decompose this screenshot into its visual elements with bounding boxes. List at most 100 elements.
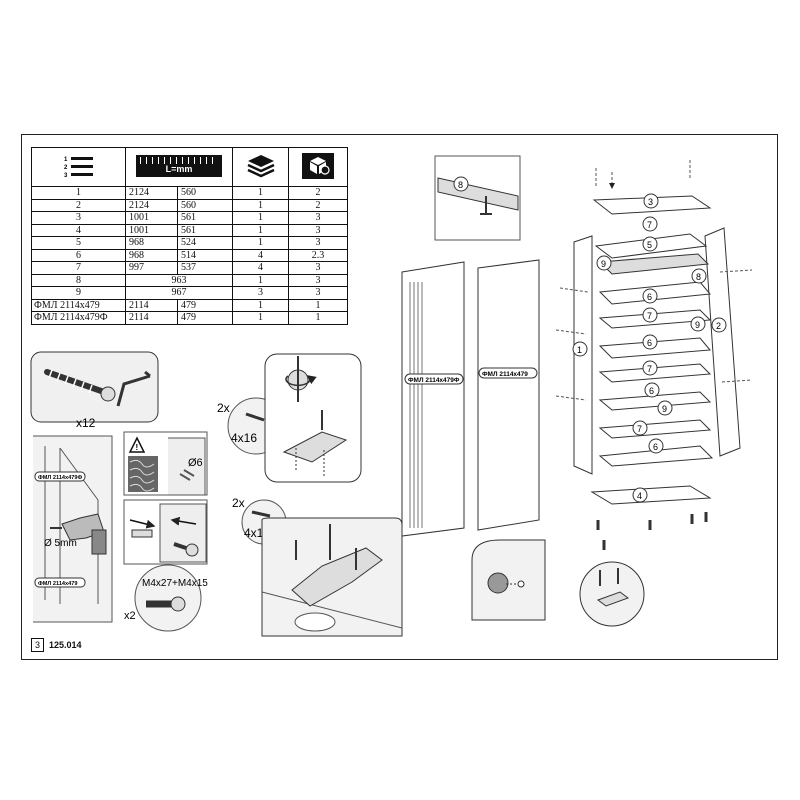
confirmat-screw-icon [44,369,116,402]
screw-icon [245,412,265,422]
bottom-panel [590,485,712,505]
door-left: ФМЛ 2114x479Ф [401,261,465,537]
header-quantity [232,147,289,187]
bolt-panel: M4x27+M4x15 x2 [124,564,208,632]
callout-1: 1 [572,341,588,357]
layers-icon [246,154,275,177]
bolt-size: M4x27+M4x15 [142,578,208,589]
dowel-panel: ! Ø6 [123,431,208,496]
page-number: 3 [31,638,44,652]
drill-icon [50,513,107,555]
svg-text:9: 9 [601,259,606,269]
door-left-label: ФМЛ 2114x479Ф [408,377,460,384]
svg-text:6: 6 [653,442,658,452]
instruction-sheet: 1 2 3 L=mm [21,134,778,660]
callout-5: 5 [642,236,658,252]
hinge-screw-b-qty: 2x [232,496,245,510]
svg-text:3: 3 [648,197,653,207]
parts-table: 1 2 3 L=mm [31,147,348,325]
package-icon [302,152,334,179]
ruler-label: L=mm [165,163,193,174]
drill-label-top: ФМЛ 2114x479Ф [38,475,82,481]
numbered-list-icon: 1 2 3 [64,156,93,179]
cam-lock-icon [185,543,199,557]
svg-text:6: 6 [647,292,652,302]
callout-9b: 9 [690,316,706,332]
hinge-icon [291,547,383,607]
header-dimensions: L=mm [125,147,233,187]
svg-text:6: 6 [647,338,652,348]
hex-key-icon [116,370,151,407]
callout-6d: 6 [648,438,664,454]
svg-text:2: 2 [64,165,68,171]
callout-6c: 6 [644,382,660,398]
drill-label-bottom: ФМЛ 2114x479 [38,581,78,587]
door-right: ФМЛ 2114x479 [477,259,540,531]
svg-text:1: 1 [64,157,68,163]
ruler-icon: L=mm [136,154,222,177]
drill-diameter: Ø 5mm [44,538,77,549]
cam-pin-icon [131,529,153,538]
hinge-screw-a-qty: 2x [217,401,230,415]
shelf-support-icon [596,591,630,607]
shelf-support-panel [579,561,645,627]
callout-3: 3 [643,193,659,209]
svg-text:7: 7 [637,424,642,434]
header-part-number: 1 2 3 [31,147,126,187]
screw-icon [251,510,271,518]
pads-panel: x4 [471,539,546,621]
svg-text:2: 2 [716,321,721,331]
dowel-icon [179,469,195,481]
callouts: 1 2 3 4 5 6 6 6 6 7 7 7 7 8 8 9 9 9 [453,176,727,503]
side-panel-right [704,227,741,457]
callout-7c: 7 [642,360,658,376]
cam-screw-icon [173,542,187,550]
rail-detail-panel [434,155,521,241]
wood-grain-icon [128,456,158,492]
callout-8a: 8 [453,176,469,192]
callout-7b: 7 [642,307,658,323]
screw-kit-qty: x12 [76,416,96,430]
svg-text:3: 3 [64,173,68,179]
svg-text:6: 6 [649,386,654,396]
callout-8b: 8 [691,268,707,284]
svg-text:9: 9 [662,404,667,414]
callout-9a: 9 [596,255,612,271]
leg-icon [596,512,708,550]
svg-text:8: 8 [696,272,701,282]
svg-text:4: 4 [637,491,642,501]
svg-text:!: ! [136,443,139,452]
svg-text:9: 9 [695,320,700,330]
bolt-qty: x2 [124,610,136,622]
product-code: 125.014 [49,640,82,650]
exploded-cabinet [555,160,753,550]
callout-7a: 7 [642,216,658,232]
callout-9c: 9 [657,400,673,416]
svg-text:7: 7 [647,364,652,374]
callout-2: 2 [711,317,727,333]
callout-6b: 6 [642,334,658,350]
cam-fitting-panel [123,499,208,565]
svg-text:7: 7 [647,220,652,230]
mounting-plate-icon [282,431,348,463]
dowel-diameter: Ø6 [188,457,203,469]
screw-kit-panel: x12 [30,351,159,430]
header-package [288,147,348,187]
document-code: 3 125.014 [31,638,82,652]
callout-4: 4 [632,487,648,503]
hinge-plate-panel [264,353,362,483]
svg-text:1: 1 [577,345,582,355]
drill-panel: ФМЛ 2114x479Ф ФМЛ 2114x479 Ø 5mm [33,435,113,623]
felt-pad-icon [487,572,509,594]
hinge-cup-panel [261,517,403,637]
svg-text:7: 7 [647,311,652,321]
